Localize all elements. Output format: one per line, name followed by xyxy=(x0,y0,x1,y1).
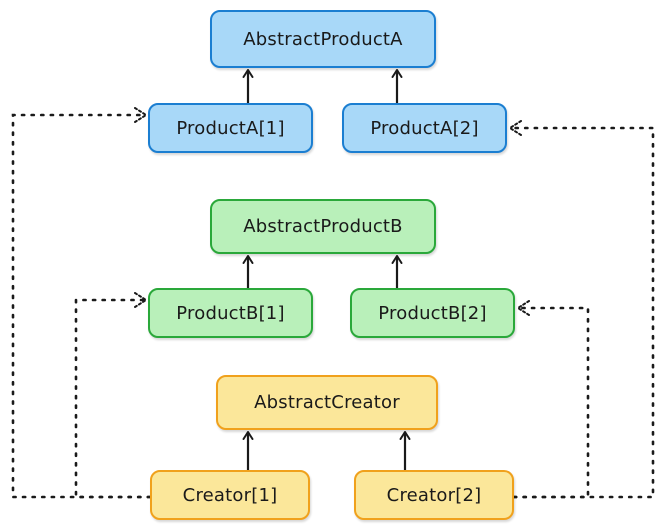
node-label-product-a-1: ProductA[1] xyxy=(176,117,285,139)
node-label-abstract-product-b: AbstractProductB xyxy=(243,216,403,237)
node-label-abstract-product-a: AbstractProductA xyxy=(243,28,403,50)
node-product-a-1[interactable]: ProductA[1] xyxy=(148,103,313,153)
node-label-creator-2: Creator[2] xyxy=(386,484,482,506)
node-creator-1[interactable]: Creator[1] xyxy=(150,470,310,520)
dependency-arrow-creator-1-to-product-b-1 xyxy=(74,300,150,499)
dependency-arrow-creator-1-to-product-a-1 xyxy=(11,115,150,499)
node-label-product-a-2: ProductA[2] xyxy=(370,117,479,139)
node-label-creator-1: Creator[1] xyxy=(182,484,278,506)
node-label-product-b-1: ProductB[1] xyxy=(176,302,285,324)
node-product-b-1[interactable]: ProductB[1] xyxy=(148,288,313,338)
node-abstract-product-b[interactable]: AbstractProductB xyxy=(210,199,436,254)
dependency-arrow-creator-2-to-product-b-2 xyxy=(514,308,590,499)
node-abstract-product-a[interactable]: AbstractProductA xyxy=(210,10,436,68)
inheritance-edges xyxy=(242,69,411,470)
node-product-b-2[interactable]: ProductB[2] xyxy=(350,288,515,338)
dependency-arrow-creator-2-to-product-a-2 xyxy=(510,128,655,499)
node-creator-2[interactable]: Creator[2] xyxy=(354,470,514,520)
dependency-edges xyxy=(11,115,655,499)
node-label-product-b-2: ProductB[2] xyxy=(378,302,487,324)
node-abstract-creator[interactable]: AbstractCreator xyxy=(216,375,438,430)
node-label-abstract-creator: AbstractCreator xyxy=(254,392,400,413)
node-product-a-2[interactable]: ProductA[2] xyxy=(342,103,507,153)
